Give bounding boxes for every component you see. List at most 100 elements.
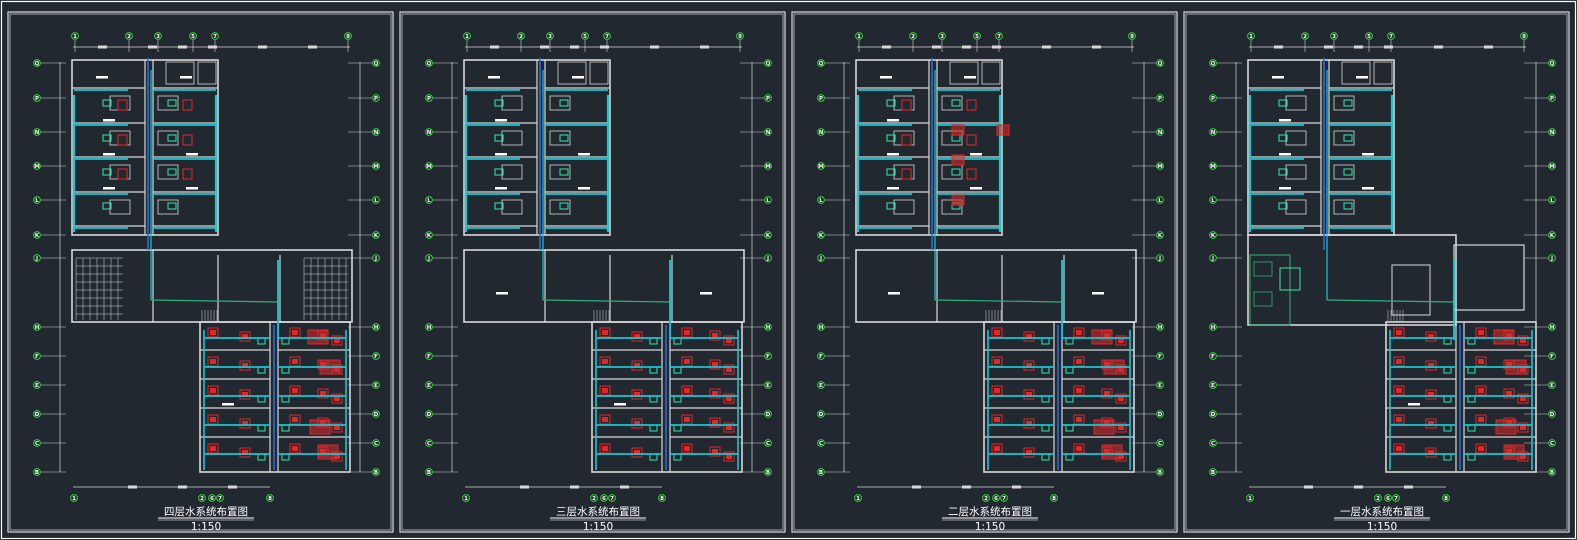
plumbing-fixture-core bbox=[684, 417, 690, 422]
grid-bubble-right bbox=[1156, 128, 1164, 136]
grid-label-left: C bbox=[819, 441, 823, 447]
drawing-title: 三层水系统布置图 bbox=[556, 505, 640, 518]
room-tag bbox=[496, 292, 508, 295]
plumbing-fixture bbox=[1023, 360, 1035, 371]
grid-label-left: E bbox=[427, 383, 431, 389]
valve-fixture bbox=[559, 134, 569, 142]
grid-label-left: C bbox=[1211, 441, 1215, 447]
grid-bubble-right bbox=[1548, 162, 1556, 170]
plumbing-fixture bbox=[991, 414, 1003, 425]
grid-label-right: C bbox=[374, 441, 378, 447]
grid-bubble-left bbox=[817, 381, 825, 389]
grid-label-right: B bbox=[766, 470, 770, 476]
room bbox=[197, 61, 217, 85]
plumbing-fixture bbox=[966, 134, 977, 146]
grid-label-bottom: 7 bbox=[218, 496, 222, 502]
room-tag bbox=[103, 119, 115, 122]
dimension-mark bbox=[1012, 485, 1021, 489]
grid-label-left: L bbox=[1211, 198, 1215, 204]
plumbing-fixture bbox=[599, 443, 611, 454]
dimension-mark bbox=[962, 45, 971, 49]
grid-bubble-right bbox=[1156, 323, 1164, 331]
dimension-mark bbox=[912, 485, 921, 489]
grid-bubble-bottom bbox=[1050, 494, 1058, 502]
grid-bubble-right bbox=[1156, 196, 1164, 204]
drawing-scale: 1:150 bbox=[191, 521, 221, 533]
grid-label-top: 2 bbox=[911, 34, 915, 40]
grid-bubble-right bbox=[1156, 439, 1164, 447]
room-tag bbox=[572, 76, 584, 79]
grid-label-left: N bbox=[35, 130, 40, 136]
plumbing-fixture-core bbox=[242, 450, 248, 455]
grid-bubble-bottom bbox=[658, 494, 666, 502]
plumbing-fixture-core bbox=[210, 359, 216, 364]
plumbing-fixture-core bbox=[242, 334, 248, 339]
room-tag bbox=[103, 187, 115, 190]
plumbing-fixture bbox=[117, 99, 128, 111]
grid-label-right: K bbox=[766, 233, 771, 239]
grid-bubble-left bbox=[425, 468, 433, 476]
sheet-inner-border bbox=[401, 13, 784, 531]
grid-label-right: F bbox=[1158, 354, 1162, 360]
sheet-border bbox=[399, 11, 786, 533]
grid-label-bottom: 7 bbox=[1002, 496, 1006, 502]
plumbing-fixture bbox=[1393, 443, 1405, 454]
plumbing-fixture bbox=[207, 327, 219, 338]
grid-label-right: B bbox=[374, 470, 378, 476]
lobby bbox=[1453, 244, 1525, 311]
grid-label-top: 1 bbox=[73, 34, 77, 40]
fixture-cluster bbox=[951, 194, 965, 206]
plumbing-fixture bbox=[1425, 360, 1437, 371]
grid-label-left: B bbox=[35, 470, 39, 476]
grid-label-right: J bbox=[1550, 256, 1553, 262]
grid-bubble-top bbox=[211, 32, 219, 40]
bathroom bbox=[1333, 130, 1355, 146]
grid-bubble-bottom bbox=[266, 494, 274, 502]
plumbing-fixture bbox=[1023, 447, 1035, 458]
valve-fixture bbox=[1278, 134, 1288, 142]
grid-bubble-left bbox=[1209, 468, 1217, 476]
drawing-title: 一层水系统布置图 bbox=[1340, 505, 1424, 518]
grid-label-right: Q bbox=[1158, 61, 1163, 67]
grid-bubble-right bbox=[372, 323, 380, 331]
grid-bubble-right bbox=[764, 468, 772, 476]
grid-label-top: 1 bbox=[1249, 34, 1253, 40]
grid-label-right: L bbox=[1158, 198, 1162, 204]
grid-bubble-right bbox=[764, 323, 772, 331]
middle-outline bbox=[463, 249, 745, 323]
grid-bubble-top bbox=[1520, 32, 1528, 40]
plumbing-fixture-core bbox=[634, 363, 640, 368]
grid-label-top: 1 bbox=[465, 34, 469, 40]
plumbing-fixture bbox=[1073, 443, 1085, 454]
grid-label-right: J bbox=[766, 256, 769, 262]
plumbing-fixture bbox=[1101, 388, 1113, 399]
dimension-mark bbox=[570, 485, 579, 489]
plumbing-fixture-core bbox=[726, 425, 732, 430]
grid-label-bottom: 2 bbox=[200, 496, 204, 502]
plumbing-fixture-core bbox=[712, 333, 718, 338]
plumbing-fixture bbox=[1023, 331, 1035, 342]
plumbing-fixture-core bbox=[334, 338, 340, 343]
upper-wing bbox=[463, 59, 611, 236]
plumbing-fixture-core bbox=[712, 362, 718, 367]
grid-bubble-right bbox=[1548, 59, 1556, 67]
grid-label-bottom: 2 bbox=[592, 496, 596, 502]
grid-label-bottom: 1 bbox=[1248, 496, 1252, 502]
grid-label-left: M bbox=[1210, 164, 1215, 170]
grid-bubble-top bbox=[546, 32, 554, 40]
valve-fixture bbox=[886, 168, 896, 176]
valve-fixture bbox=[559, 168, 569, 176]
grid-bubble-right bbox=[1156, 468, 1164, 476]
dimension-mark bbox=[1092, 45, 1101, 49]
grid-bubble-left bbox=[33, 381, 41, 389]
grid-label-right: N bbox=[766, 130, 771, 136]
water-pipes bbox=[856, 58, 1131, 470]
plumbing-fixture bbox=[681, 385, 693, 396]
valve-fixture bbox=[102, 99, 112, 107]
plumbing-fixture bbox=[1425, 418, 1437, 429]
sheet-inner-border bbox=[1185, 13, 1568, 531]
plumbing-fixture bbox=[239, 331, 251, 342]
grid-bubble-top bbox=[995, 32, 1003, 40]
plumbing-fixture bbox=[631, 360, 643, 371]
